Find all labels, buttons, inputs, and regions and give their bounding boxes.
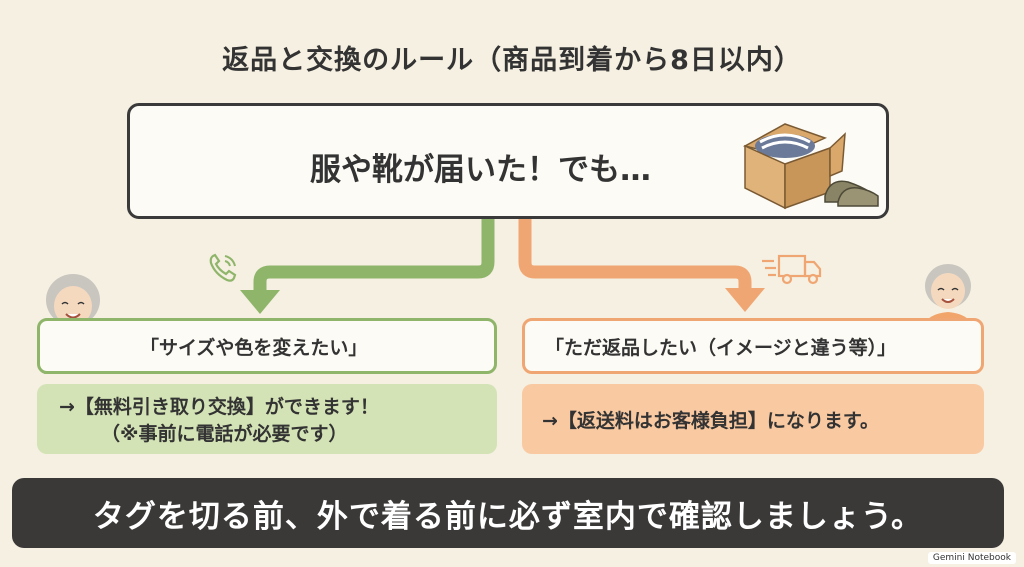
box-with-clothes-illustration xyxy=(742,123,879,210)
right-answer-box: →【返送料はお客様負担】になります。 xyxy=(522,384,984,454)
bottom-banner-text: タグを切る前、外で着る前に必ず室内で確認しましょう。 xyxy=(92,498,924,535)
truck-icon xyxy=(762,254,822,285)
left-answer-line1: →【無料引き取り交換】ができます！ xyxy=(59,396,379,418)
left-question-text: 「サイズや色を変えたい」 xyxy=(140,336,368,359)
right-question-box: 「ただ返品したい（イメージと違う等）」 xyxy=(522,318,984,374)
phone-icon xyxy=(209,253,237,282)
bottom-banner: タグを切る前、外で着る前に必ず室内で確認しましょう。 xyxy=(12,478,1004,548)
orange-arrow-line xyxy=(518,219,752,290)
top-box: 服や靴が届いた！でも… xyxy=(127,103,889,219)
green-arrowhead xyxy=(240,290,280,314)
right-answer-text: →【返送料はお客様負担】になります。 xyxy=(542,409,880,432)
orange-arrowhead xyxy=(725,288,765,312)
top-box-text: 服や靴が届いた！でも… xyxy=(310,152,651,188)
left-question-box: 「サイズや色を変えたい」 xyxy=(37,318,497,374)
left-answer-box: →【無料引き取り交換】ができます！ （※事前に電話が必要です） xyxy=(37,384,497,454)
left-answer-line2: （※事前に電話が必要です） xyxy=(101,423,348,445)
green-arrow-line xyxy=(253,219,495,292)
right-question-text: 「ただ返品したい（イメージと違う等）」 xyxy=(545,336,897,359)
watermark: Gemini Notebook xyxy=(927,552,1016,564)
shoes-illustration xyxy=(824,180,879,207)
page-title: 返品と交換のルール（商品到着から8日以内） xyxy=(222,45,802,76)
